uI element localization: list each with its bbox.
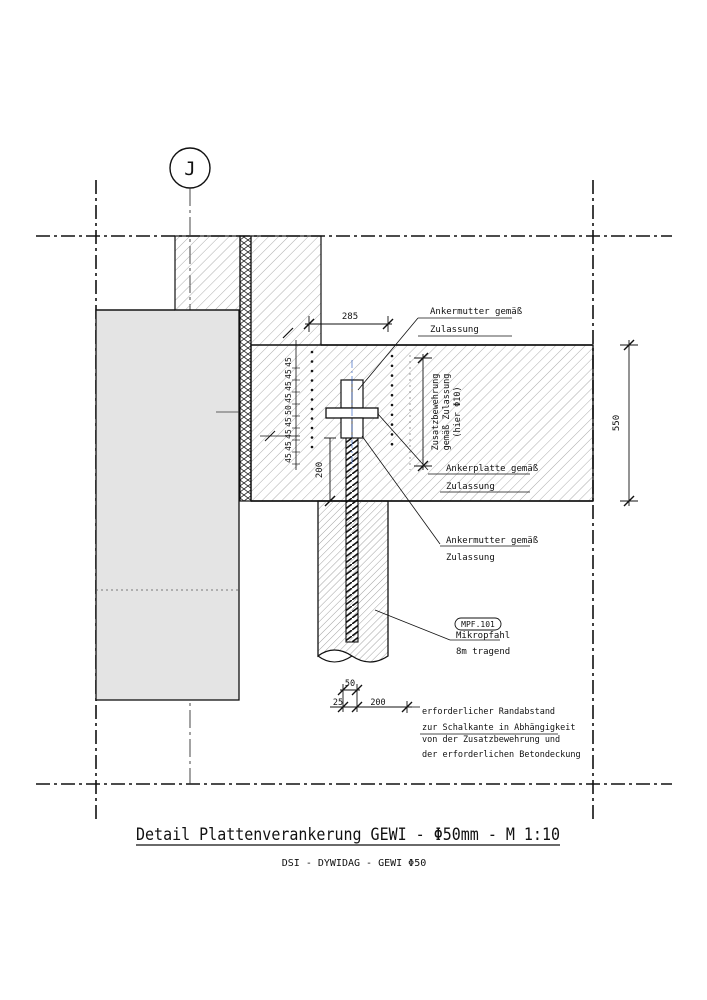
concrete-slab — [250, 344, 594, 502]
spacing-chain-label: 45 — [284, 393, 293, 403]
rebar-dot — [390, 393, 394, 397]
rebar-dot — [310, 436, 314, 439]
insulation-strip — [239, 235, 252, 502]
zusatz-line-3: (hier Φ10) — [453, 386, 463, 437]
zusatz-line-2: gemäß Zulassung — [442, 374, 452, 451]
axis-label: J — [184, 158, 195, 180]
rebar-dot — [310, 388, 314, 392]
rebar-dot — [390, 442, 394, 446]
rebar-dot — [310, 398, 314, 401]
rebar-dot — [310, 407, 314, 411]
rebar-dot — [390, 354, 394, 358]
wall-above-left — [174, 235, 241, 311]
drawing-subtitle: DSI - DYWIDAG - GEWI Φ50 — [282, 858, 427, 869]
edge-25-label: 25 — [333, 698, 343, 708]
edge-50-label: 50 — [345, 679, 355, 689]
leader-mikropfahl: MPF.101 Mikropfahl 8m tragend — [374, 609, 510, 657]
rebar-dot — [310, 350, 314, 354]
rebar-dot — [390, 413, 394, 417]
pile-tag: MPF.101 — [461, 620, 495, 629]
rebar-dot — [390, 423, 394, 426]
spacing-chain-label: 45 — [284, 453, 293, 463]
spacing-chain-dim — [260, 327, 300, 470]
zusatz-line-1: Zusatzbewehrung — [431, 374, 441, 451]
dim-550-label: 550 — [612, 415, 622, 431]
edge-note-line-4: der erforderlichen Betondeckung — [422, 750, 581, 760]
wall-above-slab — [250, 235, 322, 346]
edge-200-label: 200 — [370, 698, 385, 708]
pile-line-2: 8m tragend — [456, 647, 510, 657]
dim-285: 285 — [303, 312, 394, 332]
reinforcement-dots — [310, 350, 394, 449]
drawing-title: Detail Plattenverankerung GEWI - Φ50mm -… — [136, 825, 560, 845]
rebar-dot — [310, 360, 314, 363]
dim-200-depth: 200 — [315, 437, 336, 507]
rebar-dot — [390, 403, 394, 407]
spacing-chain-labels: 45 45 45 45 50 45 45 45 45 — [284, 357, 300, 465]
dim-285-label: 285 — [342, 312, 358, 322]
rebar-dot — [390, 374, 394, 377]
zusatz-dim — [409, 352, 432, 472]
rebar-dot — [390, 433, 394, 436]
zusatz-label: Zusatzbewehrung gemäß Zulassung (hier Φ1… — [431, 374, 463, 451]
ankermutter-bottom-line-1: Ankermutter gemäß — [446, 536, 539, 546]
rebar-dot — [310, 445, 314, 449]
edge-note-line-1: erforderlicher Randabstand — [422, 707, 555, 717]
spacing-chain-label: 45 — [284, 429, 293, 439]
dim-550: 550 — [612, 339, 638, 507]
leader-ankermutter-bottom: Ankermutter gemäß Zulassung — [361, 435, 539, 563]
pile-line-1: Mikropfahl — [456, 631, 510, 641]
ankerplatte-line-1: Ankerplatte gemäß — [446, 464, 539, 474]
leader-ankerplatte: Ankerplatte gemäß Zulassung — [377, 413, 539, 493]
ankermutter-bottom-line-2: Zulassung — [446, 553, 495, 563]
edge-note-line-2: zur Schalkante in Abhängigkeit — [422, 723, 576, 733]
existing-wall — [95, 309, 240, 701]
spacing-chain-label: 45 — [284, 369, 293, 379]
spacing-chain-label: 45 — [284, 417, 293, 427]
ankermutter-top-line-2: Zulassung — [430, 325, 479, 335]
dim-200-depth-label: 200 — [315, 462, 325, 478]
spacing-chain-label: 45 — [284, 381, 293, 391]
edge-note: erforderlicher Randabstand zur Schalkant… — [412, 706, 581, 760]
ankermutter-top-line-1: Ankermutter gemäß — [430, 307, 523, 317]
leader-ankermutter-top: Ankermutter gemäß Zulassung — [357, 307, 523, 391]
rebar-dot — [310, 379, 314, 382]
title-block: Detail Plattenverankerung GEWI - Φ50mm -… — [136, 825, 560, 869]
rebar-dot — [310, 417, 314, 420]
edge-note-line-3: von der Zusatzbewehrung und — [422, 735, 560, 745]
rebar-dot — [310, 369, 314, 373]
pile-tag-box — [454, 617, 502, 631]
ankerplatte-line-2: Zulassung — [446, 482, 495, 492]
spacing-chain-label: 45 — [284, 357, 293, 367]
edge-distance-dims: 50 25 200 — [330, 679, 413, 713]
anchor-assembly — [325, 360, 379, 470]
rebar-dot — [390, 364, 394, 368]
spacing-chain-label: 45 — [284, 441, 293, 451]
rebar-dot — [310, 426, 314, 430]
spacing-chain-label: 50 — [284, 405, 293, 415]
rebar-dot — [390, 384, 394, 387]
